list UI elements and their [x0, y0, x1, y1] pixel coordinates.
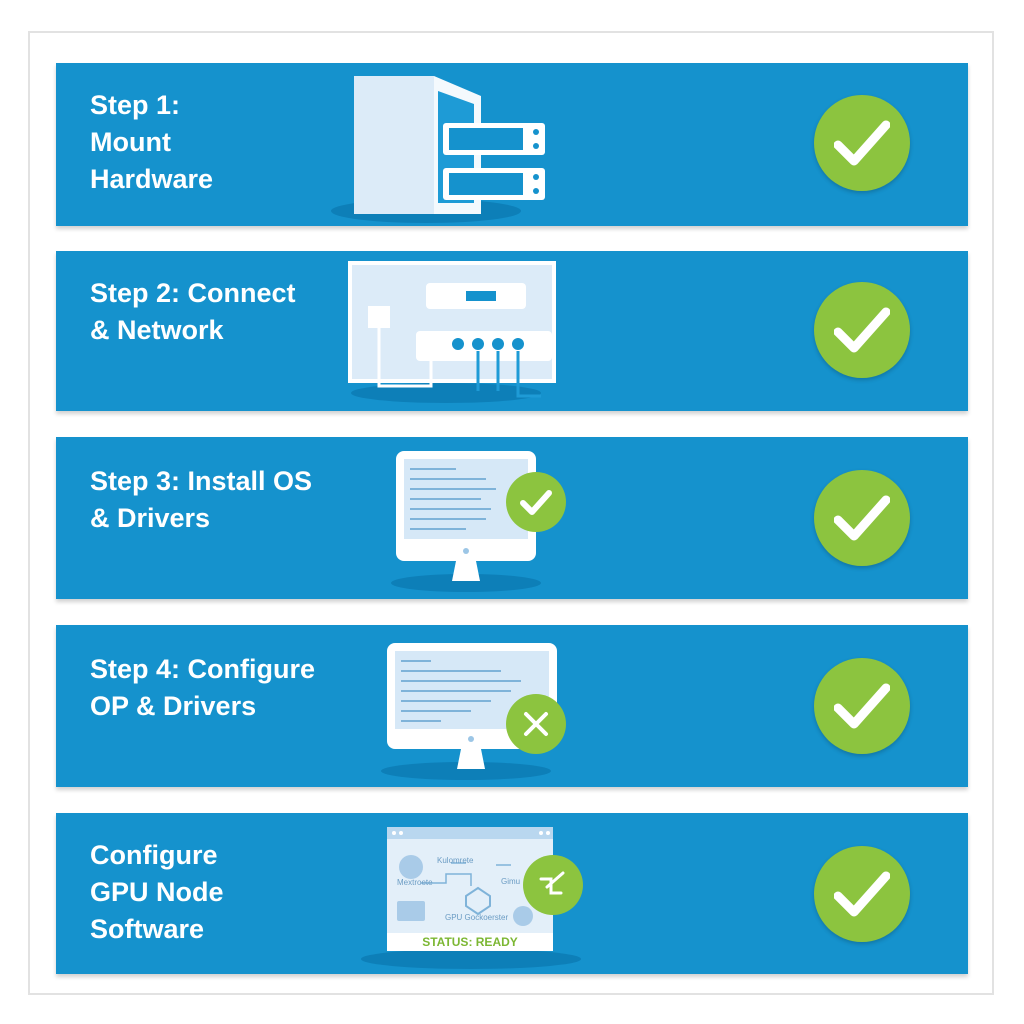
- outer-frame: [28, 31, 994, 995]
- step-3-complete-check: [814, 470, 910, 566]
- dashboard-window-icon: [361, 827, 583, 969]
- check-icon: [834, 120, 890, 166]
- check-icon: [834, 871, 890, 917]
- step-1-complete-check: [814, 95, 910, 191]
- screen-label: Mextroete: [397, 878, 433, 887]
- check-icon: [520, 490, 552, 515]
- screen-label: Gimu: [501, 877, 521, 886]
- check-icon: [834, 495, 890, 541]
- step-2-panel: Step 2: Connect & Network: [56, 251, 968, 411]
- step-3-title: Step 3: Install OS & Drivers: [90, 466, 313, 533]
- software-dashboard-illustration: Kulomrete Mextroete Gimu GPU Gockoerster…: [361, 821, 601, 971]
- edit-icon: [539, 871, 565, 895]
- check-icon: [834, 307, 890, 353]
- step-4-panel: Step 4: Configure OP & Drivers: [56, 625, 968, 787]
- x-icon: [524, 712, 548, 736]
- server-rack-icon: [331, 76, 545, 223]
- step-5-title: Configure GPU Node Software: [90, 840, 224, 944]
- step-5-panel: Configure GPU Node Software Kulomrete Me…: [56, 813, 968, 974]
- step-2-title: Step 2: Connect & Network: [90, 278, 296, 345]
- screen-label: Kulomrete: [437, 856, 474, 865]
- step-5-complete-check: [814, 846, 910, 942]
- status-ready-label: STATUS: READY: [422, 935, 518, 949]
- check-icon: [834, 683, 890, 729]
- step-4-complete-check: [814, 658, 910, 754]
- step-4-title: Step 4: Configure OP & Drivers: [90, 654, 316, 721]
- screen-label: GPU Gockoerster: [445, 913, 509, 922]
- monitor-terminal-icon: [391, 451, 566, 592]
- network-switch-icon: [348, 261, 556, 403]
- step-2-complete-check: [814, 282, 910, 378]
- step-1-panel: Step 1: Mount Hardware: [56, 63, 968, 226]
- step-3-panel: Step 3: Install OS & Drivers: [56, 437, 968, 599]
- monitor-terminal-icon: [381, 643, 566, 780]
- step-1-title: Step 1: Mount Hardware: [90, 90, 214, 194]
